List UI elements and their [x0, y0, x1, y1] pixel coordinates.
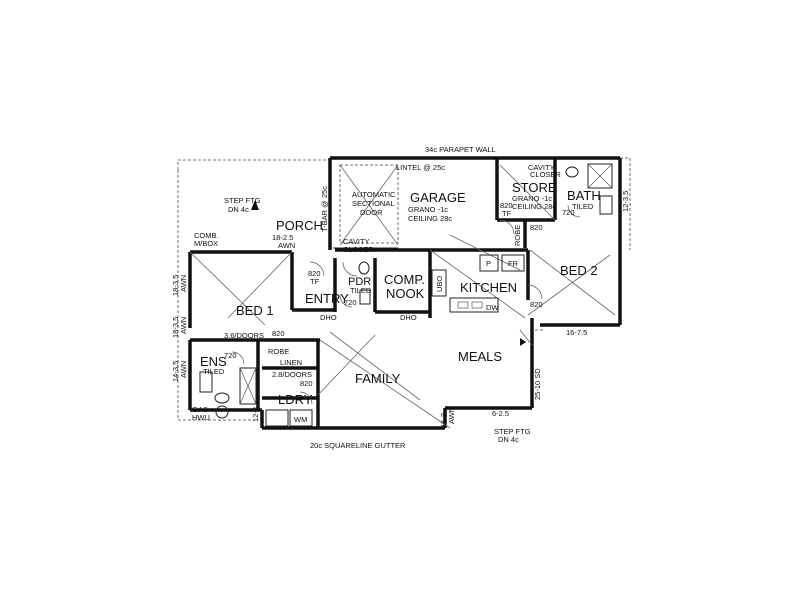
door-820-tf-1: 820: [308, 269, 321, 278]
kitchen-label: KITCHEN: [460, 280, 517, 295]
ldry-label: LDRY: [278, 392, 313, 407]
lintel-note: LINTEL @ 25c: [396, 163, 445, 172]
window-18-35-b: 18-3.5: [171, 317, 180, 338]
bath-label: BATH: [567, 188, 601, 203]
step-ftg-note-2: STEP FTG: [494, 427, 531, 436]
comp-nook-label-2: NOOK: [386, 286, 425, 301]
auto-door-note-2: SECTIONAL: [352, 199, 395, 208]
window-16-3: 16-3: [439, 413, 448, 428]
porch-awn-note: AWN: [278, 241, 295, 250]
bed2-label: BED 2: [560, 263, 598, 278]
door-820-tf-2: 820: [500, 201, 513, 210]
vanity: [599, 195, 613, 215]
tbar-note: T-BAR @ 25c: [320, 186, 329, 232]
tf-note-2: TF: [502, 209, 512, 218]
family-label: FAMILY: [355, 371, 401, 386]
window-awn-b: AWN: [179, 317, 188, 334]
auto-door-note-1: AUTOMATIC: [352, 190, 396, 199]
window-awn-d: AWN: [447, 407, 456, 424]
door-720-pdr: 720: [344, 298, 357, 307]
room-labels: GARAGE GRANO -1c CEILING 28c STORE GRANO…: [200, 180, 601, 407]
sliding-doors-note-1: 3.6/DOORS: [224, 331, 264, 340]
window-14-35: 14-3.5: [171, 361, 180, 382]
robe-note-bed1: ROBE: [268, 347, 289, 356]
direction-arrow-icon: [520, 338, 526, 346]
entry-label: ENTRY: [305, 291, 349, 306]
store-label: STORE: [512, 180, 557, 195]
ens-tiled-note: TILED: [203, 367, 225, 376]
step-ftg-note-2b: DN 4c: [498, 435, 519, 444]
ens-label: ENS: [200, 354, 227, 369]
door-720-ens: 720: [224, 351, 237, 360]
step-ftg-note-1: STEP FTG: [224, 196, 261, 205]
toilet: [565, 166, 579, 178]
cavity-closer-note-1: CAVITY: [528, 163, 555, 172]
window-awn-a: AWN: [179, 275, 188, 292]
washing-machine-note: WM: [294, 415, 307, 424]
parapet-note: 34c PARAPET WALL: [425, 145, 496, 154]
construction-notes: 34c PARAPET WALL LINTEL @ 25c AUTOMATIC …: [171, 145, 630, 450]
door-820-ldry: 820: [300, 379, 313, 388]
bed1-label: BED 1: [236, 303, 274, 318]
fridge-note: FR: [508, 259, 519, 268]
dho-note-2: DHO: [400, 313, 417, 322]
window-18-35-a: 18-3.5: [171, 275, 180, 296]
gas-note: GAS: [192, 405, 208, 414]
hip-lines: [189, 164, 616, 429]
window-6-25: 6-2.5: [492, 409, 509, 418]
hwu-unit: [215, 405, 229, 419]
dho-note-1: DHO: [320, 313, 337, 322]
door-820-bed2: 820: [530, 300, 543, 309]
step-ftg-note-1b: DN 4c: [228, 205, 249, 214]
meals-label: MEALS: [458, 349, 502, 364]
cavity-closer-note-2: CLOSER: [530, 170, 561, 179]
auto-door-note-3: DOOR: [360, 208, 383, 217]
ubo-note: UBO: [435, 276, 444, 292]
sliding-doors-note-2: 2.8/DOORS: [272, 370, 312, 379]
bath-tiled-note: TILED: [572, 202, 594, 211]
door-swings: [231, 204, 581, 405]
store-floor-note: GRANO -1c: [512, 194, 552, 203]
porch-window-note: 18-2.5: [272, 233, 293, 242]
pantry-note: P: [486, 259, 491, 268]
garage-floor-note: GRANO -1c: [408, 205, 448, 214]
cavity-closer-note-3: CAVITY: [343, 237, 370, 246]
fixtures: [199, 163, 613, 427]
comb-note: COMB.: [194, 231, 219, 240]
door-820-bed1: 820: [272, 329, 285, 338]
pdr-tiled-note: TILED: [350, 286, 372, 295]
comp-nook-label-1: COMP.: [384, 272, 425, 287]
window-16-75: 16-7.5: [566, 328, 587, 337]
mbox-note: M/BOX: [194, 239, 218, 248]
porch-label: PORCH: [276, 218, 323, 233]
kitchen-island: [449, 297, 499, 313]
garage-label: GARAGE: [410, 190, 466, 205]
pdr-label: PDR: [348, 276, 371, 288]
store-ceiling-note: CEILING 28c: [512, 202, 556, 211]
sliding-door-note: 25-10 SD: [533, 368, 542, 400]
shower: [587, 163, 613, 189]
window-12-35: 12-3.5: [621, 191, 630, 212]
door-720-bath: 720: [562, 208, 575, 217]
door-820-robe: 820: [530, 223, 543, 232]
robe-note-bed2: ROBE: [513, 225, 522, 246]
linen-note: LINEN: [280, 358, 302, 367]
dishwasher-note: DW: [486, 303, 499, 312]
step-arrow-icon: [251, 200, 259, 210]
garage-door-outline: [339, 164, 399, 244]
window-12-3: 12-3: [251, 407, 260, 422]
hwu-note: HWU: [192, 413, 210, 422]
tf-note-1: TF: [310, 277, 320, 286]
window-awn-c: AWN: [179, 361, 188, 378]
garage-ceiling-note: CEILING 28c: [408, 214, 452, 223]
cavity-closer-note-4: CLOSER: [343, 245, 374, 254]
gutter-note: 20c SQUARELINE GUTTER: [310, 441, 406, 450]
